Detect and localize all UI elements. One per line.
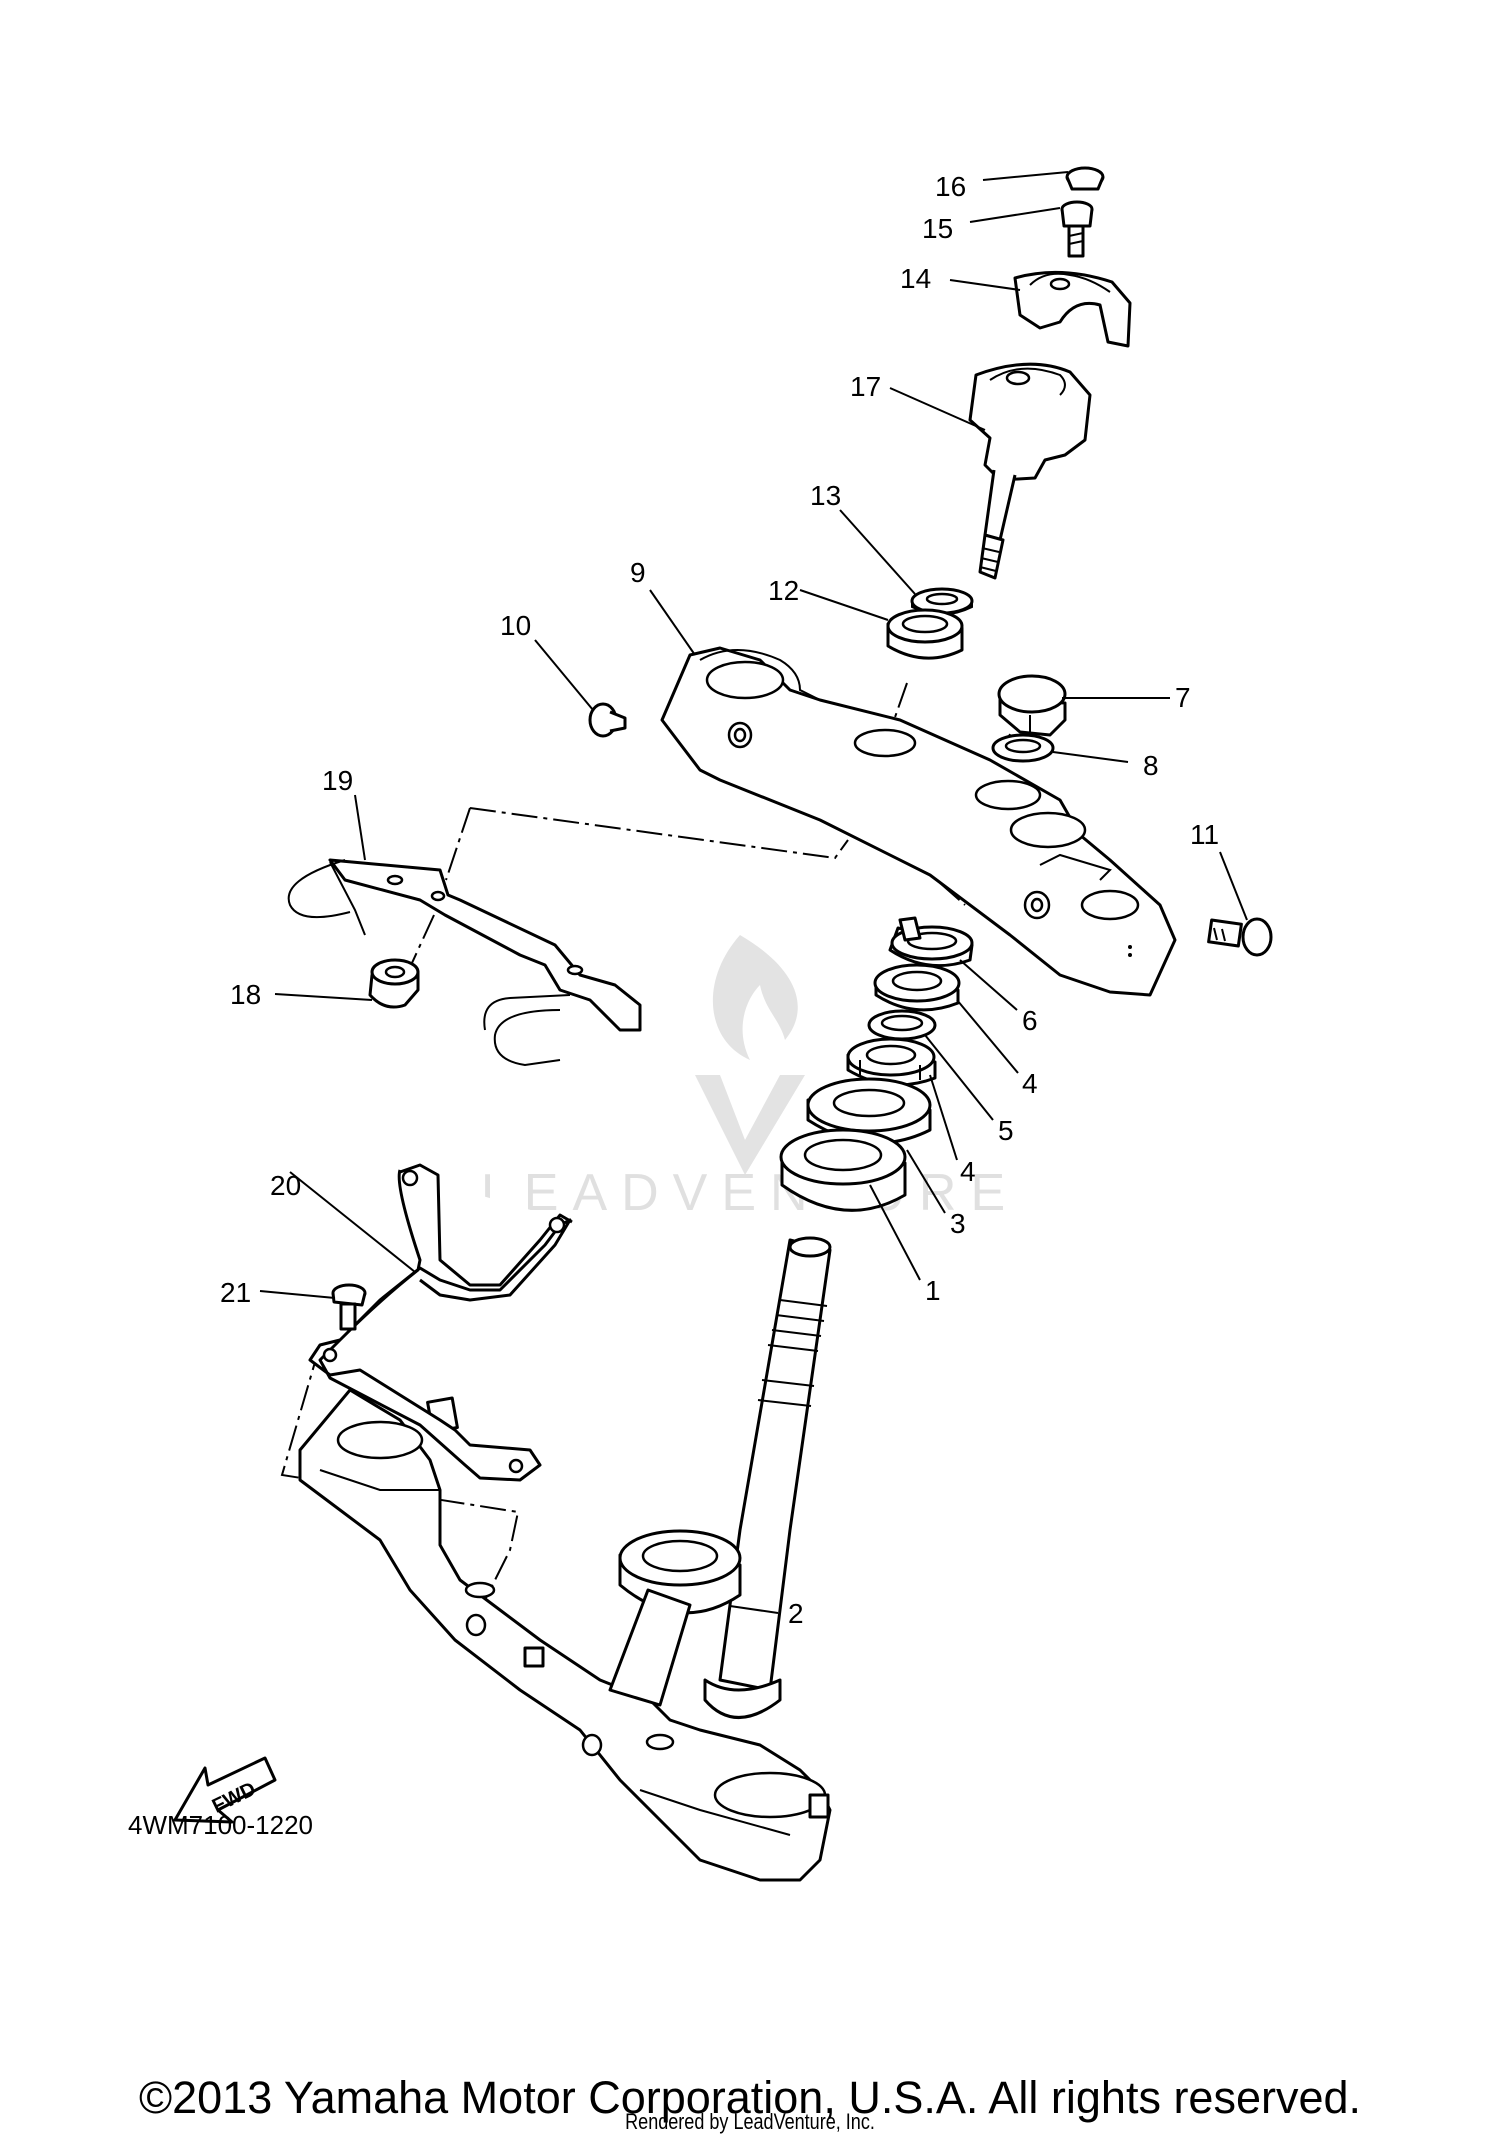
part-lower-bracket-assembly — [298, 1236, 832, 1882]
part-5-rubber-washer — [867, 1009, 937, 1041]
callout-12: 12 — [768, 575, 799, 606]
part-4-ring-nut-upper — [873, 963, 961, 1012]
watermark: LEADVENTURE — [481, 935, 1019, 1222]
part-16-cap — [1065, 166, 1105, 191]
leader-lines — [259, 171, 1248, 1614]
part-15-bolt — [1060, 200, 1094, 258]
part-8-washer — [991, 733, 1055, 763]
callout-3: 3 — [950, 1208, 966, 1239]
part-7-nut — [997, 674, 1067, 737]
callout-18: 18 — [230, 979, 261, 1010]
rendered-by-credit: Rendered by LeadVenture, Inc. — [625, 2109, 875, 2134]
part-12-damper — [886, 608, 964, 660]
part-6-lock-washer — [888, 916, 974, 968]
part-4-ring-nut-lower — [846, 1037, 937, 1087]
callout-7: 7 — [1175, 682, 1191, 713]
callout-4a: 4 — [1022, 1068, 1038, 1099]
part-9-upper-bracket — [660, 646, 1177, 997]
part-10-grommet — [588, 702, 627, 738]
callout-19: 19 — [322, 765, 353, 796]
callout-4b: 4 — [960, 1156, 976, 1187]
callout-9: 9 — [630, 557, 646, 588]
part-14-handlebar-clamp — [1013, 270, 1132, 348]
callout-2: 2 — [788, 1598, 804, 1629]
callout-labels: 16 15 14 17 13 12 9 10 7 8 19 11 18 6 4 … — [220, 171, 1219, 1629]
part-1-bearing — [779, 1128, 907, 1212]
part-18-nut — [368, 958, 420, 1009]
part-20-stay — [308, 1163, 573, 1482]
part-11-bolt — [1207, 917, 1273, 957]
callout-13: 13 — [810, 480, 841, 511]
copyright-notice: ©2013 Yamaha Motor Corporation, U.S.A. A… — [138, 2072, 1362, 2123]
watermark-text: LEADVENTURE — [481, 1164, 1019, 1222]
callout-10: 10 — [500, 610, 531, 641]
callout-11: 11 — [1190, 819, 1219, 850]
callout-17: 17 — [850, 371, 881, 402]
diagram-code: 4WM7100-1220 — [128, 1810, 313, 1840]
callout-16: 16 — [935, 171, 966, 202]
callout-14: 14 — [900, 263, 931, 294]
callout-5: 5 — [998, 1115, 1014, 1146]
leadventure-flame-logo — [695, 935, 805, 1175]
part-19-cable-bracket — [287, 858, 642, 1067]
part-21-bolt — [331, 1283, 367, 1331]
callout-20: 20 — [270, 1170, 301, 1201]
callout-8: 8 — [1143, 750, 1159, 781]
callout-15: 15 — [922, 213, 953, 244]
callout-21: 21 — [220, 1277, 251, 1308]
callout-1: 1 — [925, 1275, 941, 1306]
callout-6: 6 — [1022, 1005, 1038, 1036]
part-17-handlebar-holder — [968, 362, 1092, 580]
